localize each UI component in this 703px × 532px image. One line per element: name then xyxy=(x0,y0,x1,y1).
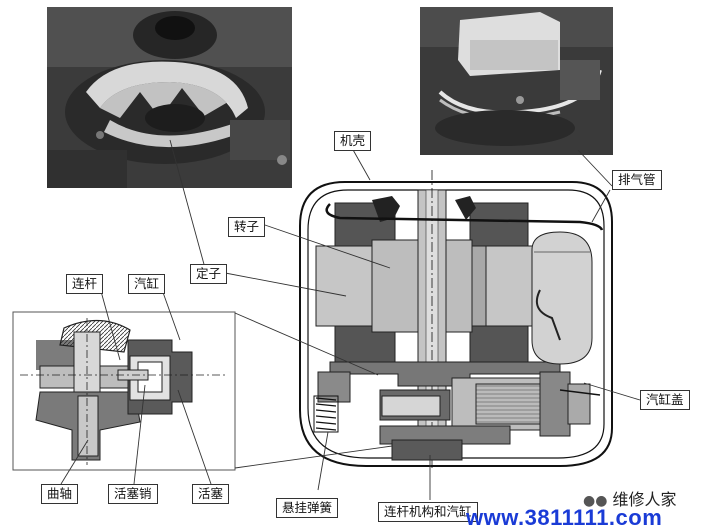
leader-lines xyxy=(60,139,641,500)
label-suspension-spring: 悬挂弹簧 xyxy=(276,498,339,518)
exhaust-photo xyxy=(420,7,613,155)
label-rod-mechanism: 连杆机构和汽缸 xyxy=(378,502,478,522)
label-piston: 活塞 xyxy=(192,484,230,504)
label-shell: 机壳 xyxy=(334,131,372,151)
label-piston-pin: 活塞销 xyxy=(108,484,158,504)
stator-photo xyxy=(47,7,292,188)
detail-inset xyxy=(12,311,236,471)
label-exhaust-pipe: 排气管 xyxy=(612,170,662,190)
wechat-icon: ●● xyxy=(583,493,608,509)
label-crankshaft: 曲轴 xyxy=(41,484,79,504)
label-rotor: 转子 xyxy=(228,217,266,237)
label-stator: 定子 xyxy=(190,264,228,284)
compressor-section xyxy=(299,170,613,468)
watermark-url: www.3811111.com xyxy=(466,505,663,530)
watermark-brand: ●● 维修人家 xyxy=(583,486,677,510)
watermark-brand-text: 维修人家 xyxy=(612,490,677,509)
label-connecting-rod: 连杆 xyxy=(66,274,104,294)
label-cylinder-cover: 汽缸盖 xyxy=(640,390,690,410)
label-cylinder: 汽缸 xyxy=(128,274,166,294)
